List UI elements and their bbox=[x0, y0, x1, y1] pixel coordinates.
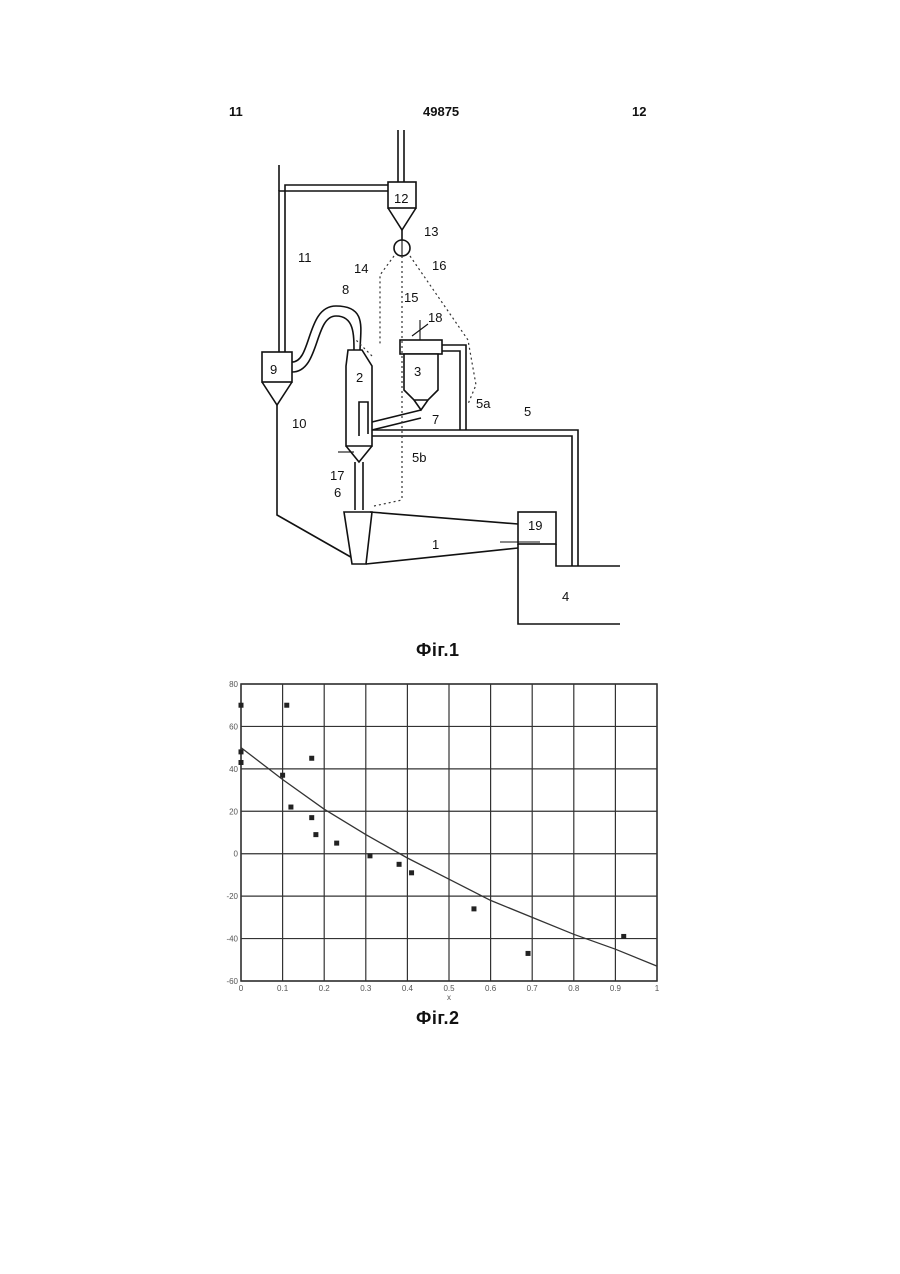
x-tick-label: 0.6 bbox=[485, 984, 497, 993]
data-point bbox=[313, 832, 318, 837]
data-point bbox=[239, 703, 244, 708]
y-tick-label: -60 bbox=[226, 977, 238, 986]
data-point bbox=[397, 862, 402, 867]
x-axis-label: x bbox=[447, 993, 451, 1002]
y-tick-label: 0 bbox=[234, 850, 239, 859]
data-point bbox=[471, 906, 476, 911]
data-point bbox=[309, 756, 314, 761]
x-tick-label: 0.4 bbox=[402, 984, 414, 993]
x-tick-label: 0.3 bbox=[360, 984, 372, 993]
y-tick-label: -40 bbox=[226, 935, 238, 944]
x-tick-label: 0.1 bbox=[277, 984, 289, 993]
data-point bbox=[409, 870, 414, 875]
data-point bbox=[334, 841, 339, 846]
data-point bbox=[288, 805, 293, 810]
data-point bbox=[309, 815, 314, 820]
data-point bbox=[367, 853, 372, 858]
data-point bbox=[239, 749, 244, 754]
y-tick-label: 80 bbox=[229, 680, 238, 689]
x-tick-label: 0 bbox=[239, 984, 244, 993]
data-point bbox=[239, 760, 244, 765]
data-point bbox=[284, 703, 289, 708]
figure-2-caption: Фіг.2 bbox=[416, 1008, 460, 1029]
y-tick-label: 40 bbox=[229, 765, 238, 774]
x-tick-label: 0.7 bbox=[527, 984, 539, 993]
x-tick-label: 0.2 bbox=[319, 984, 331, 993]
y-tick-label: 20 bbox=[229, 807, 238, 816]
data-point bbox=[280, 773, 285, 778]
y-tick-label: 60 bbox=[229, 722, 238, 731]
x-tick-label: 0.5 bbox=[443, 984, 455, 993]
y-tick-label: -20 bbox=[226, 892, 238, 901]
data-point bbox=[526, 951, 531, 956]
x-tick-label: 0.9 bbox=[610, 984, 622, 993]
x-tick-label: 0.8 bbox=[568, 984, 580, 993]
data-point bbox=[621, 934, 626, 939]
x-tick-label: 1 bbox=[655, 984, 660, 993]
